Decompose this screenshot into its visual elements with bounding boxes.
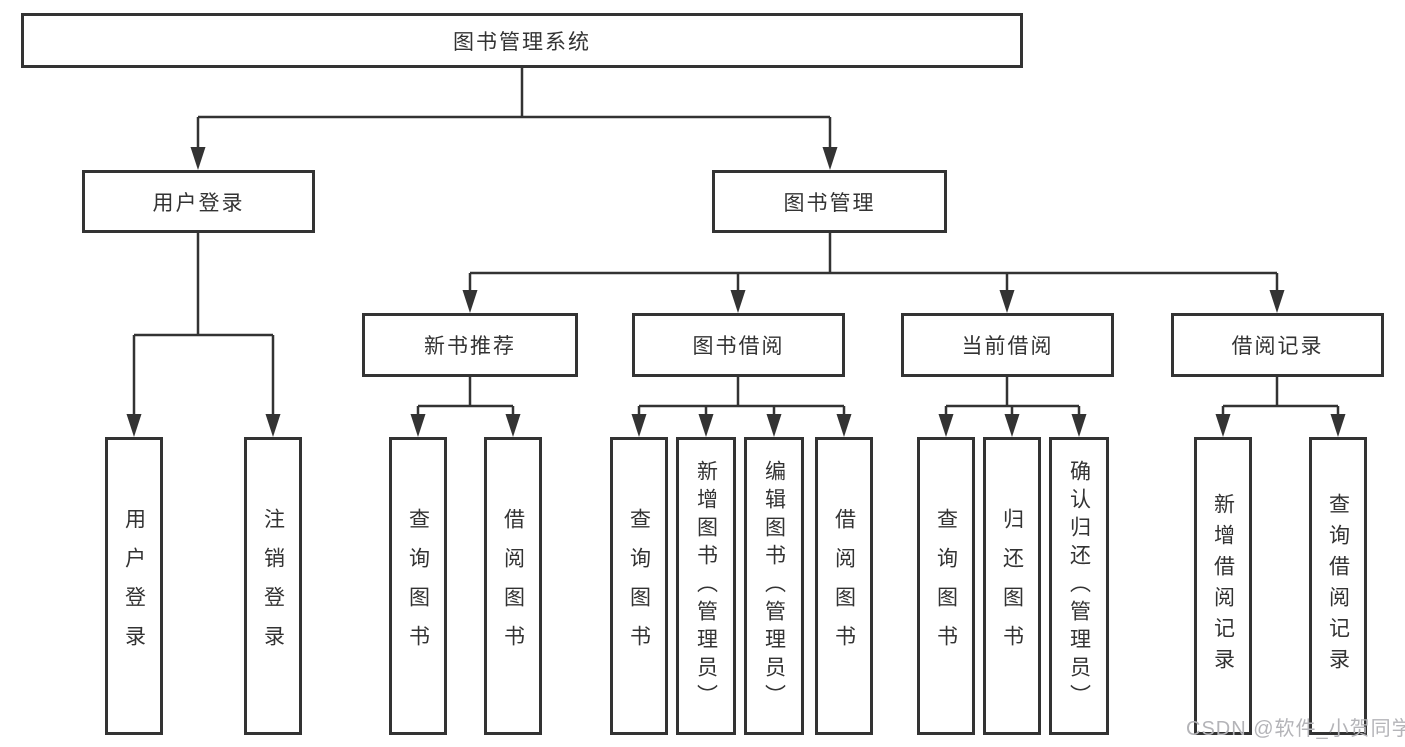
node-label: 借阅记录 (1231, 335, 1324, 358)
watermark: CSDN @软件_小贺同学 (1186, 718, 1405, 740)
node-label: 图书借阅 (692, 335, 785, 358)
leaf-label: 查询借阅记录 (1326, 493, 1350, 679)
leaf-borrow-add-books-admin: 新增图书（管理员） (676, 437, 736, 735)
leaf-recommend-query-books: 查询图书 (389, 437, 447, 735)
node-label: 用户登录 (152, 191, 245, 215)
node-label: 图书管理系统 (453, 30, 591, 54)
node-label: 当前借阅 (961, 335, 1054, 358)
node-root: 图书管理系统 (21, 13, 1023, 68)
node-borrowing-records: 借阅记录 (1171, 313, 1384, 377)
node-label: 图书管理 (783, 191, 876, 215)
leaf-label: 查询图书 (627, 508, 651, 664)
leaf-label: 归还图书 (1000, 508, 1024, 664)
leaf-user-login: 用户登录 (105, 437, 163, 735)
leaf-label: 查询图书 (934, 508, 958, 664)
leaf-label: 注销登录 (261, 508, 285, 664)
leaf-label: 新增图书（管理员） (694, 460, 718, 712)
leaf-records-add-record: 新增借阅记录 (1194, 437, 1252, 735)
leaf-records-query-record: 查询借阅记录 (1309, 437, 1367, 735)
leaf-current-return-books: 归还图书 (983, 437, 1041, 735)
leaf-current-confirm-return-admin: 确认归还（管理员） (1049, 437, 1109, 735)
leaf-recommend-borrow-books: 借阅图书 (484, 437, 542, 735)
leaf-borrow-borrow-books: 借阅图书 (815, 437, 873, 735)
leaf-label: 新增借阅记录 (1211, 493, 1235, 679)
node-book-management: 图书管理 (712, 170, 947, 233)
leaf-label: 借阅图书 (832, 508, 856, 664)
leaf-label: 借阅图书 (501, 508, 525, 664)
node-book-borrowing: 图书借阅 (632, 313, 845, 377)
leaf-borrow-edit-books-admin: 编辑图书（管理员） (744, 437, 804, 735)
leaf-label: 编辑图书（管理员） (762, 460, 786, 712)
node-new-book-recommend: 新书推荐 (362, 313, 578, 377)
node-current-borrowing: 当前借阅 (901, 313, 1114, 377)
leaf-current-query-books: 查询图书 (917, 437, 975, 735)
leaf-borrow-query-books: 查询图书 (610, 437, 668, 735)
leaf-label: 查询图书 (406, 508, 430, 664)
node-user-login: 用户登录 (82, 170, 315, 233)
leaf-logout: 注销登录 (244, 437, 302, 735)
leaf-label: 确认归还（管理员） (1067, 460, 1091, 712)
node-label: 新书推荐 (424, 335, 516, 358)
arrowheads (126, 147, 1346, 437)
leaf-label: 用户登录 (122, 508, 146, 664)
